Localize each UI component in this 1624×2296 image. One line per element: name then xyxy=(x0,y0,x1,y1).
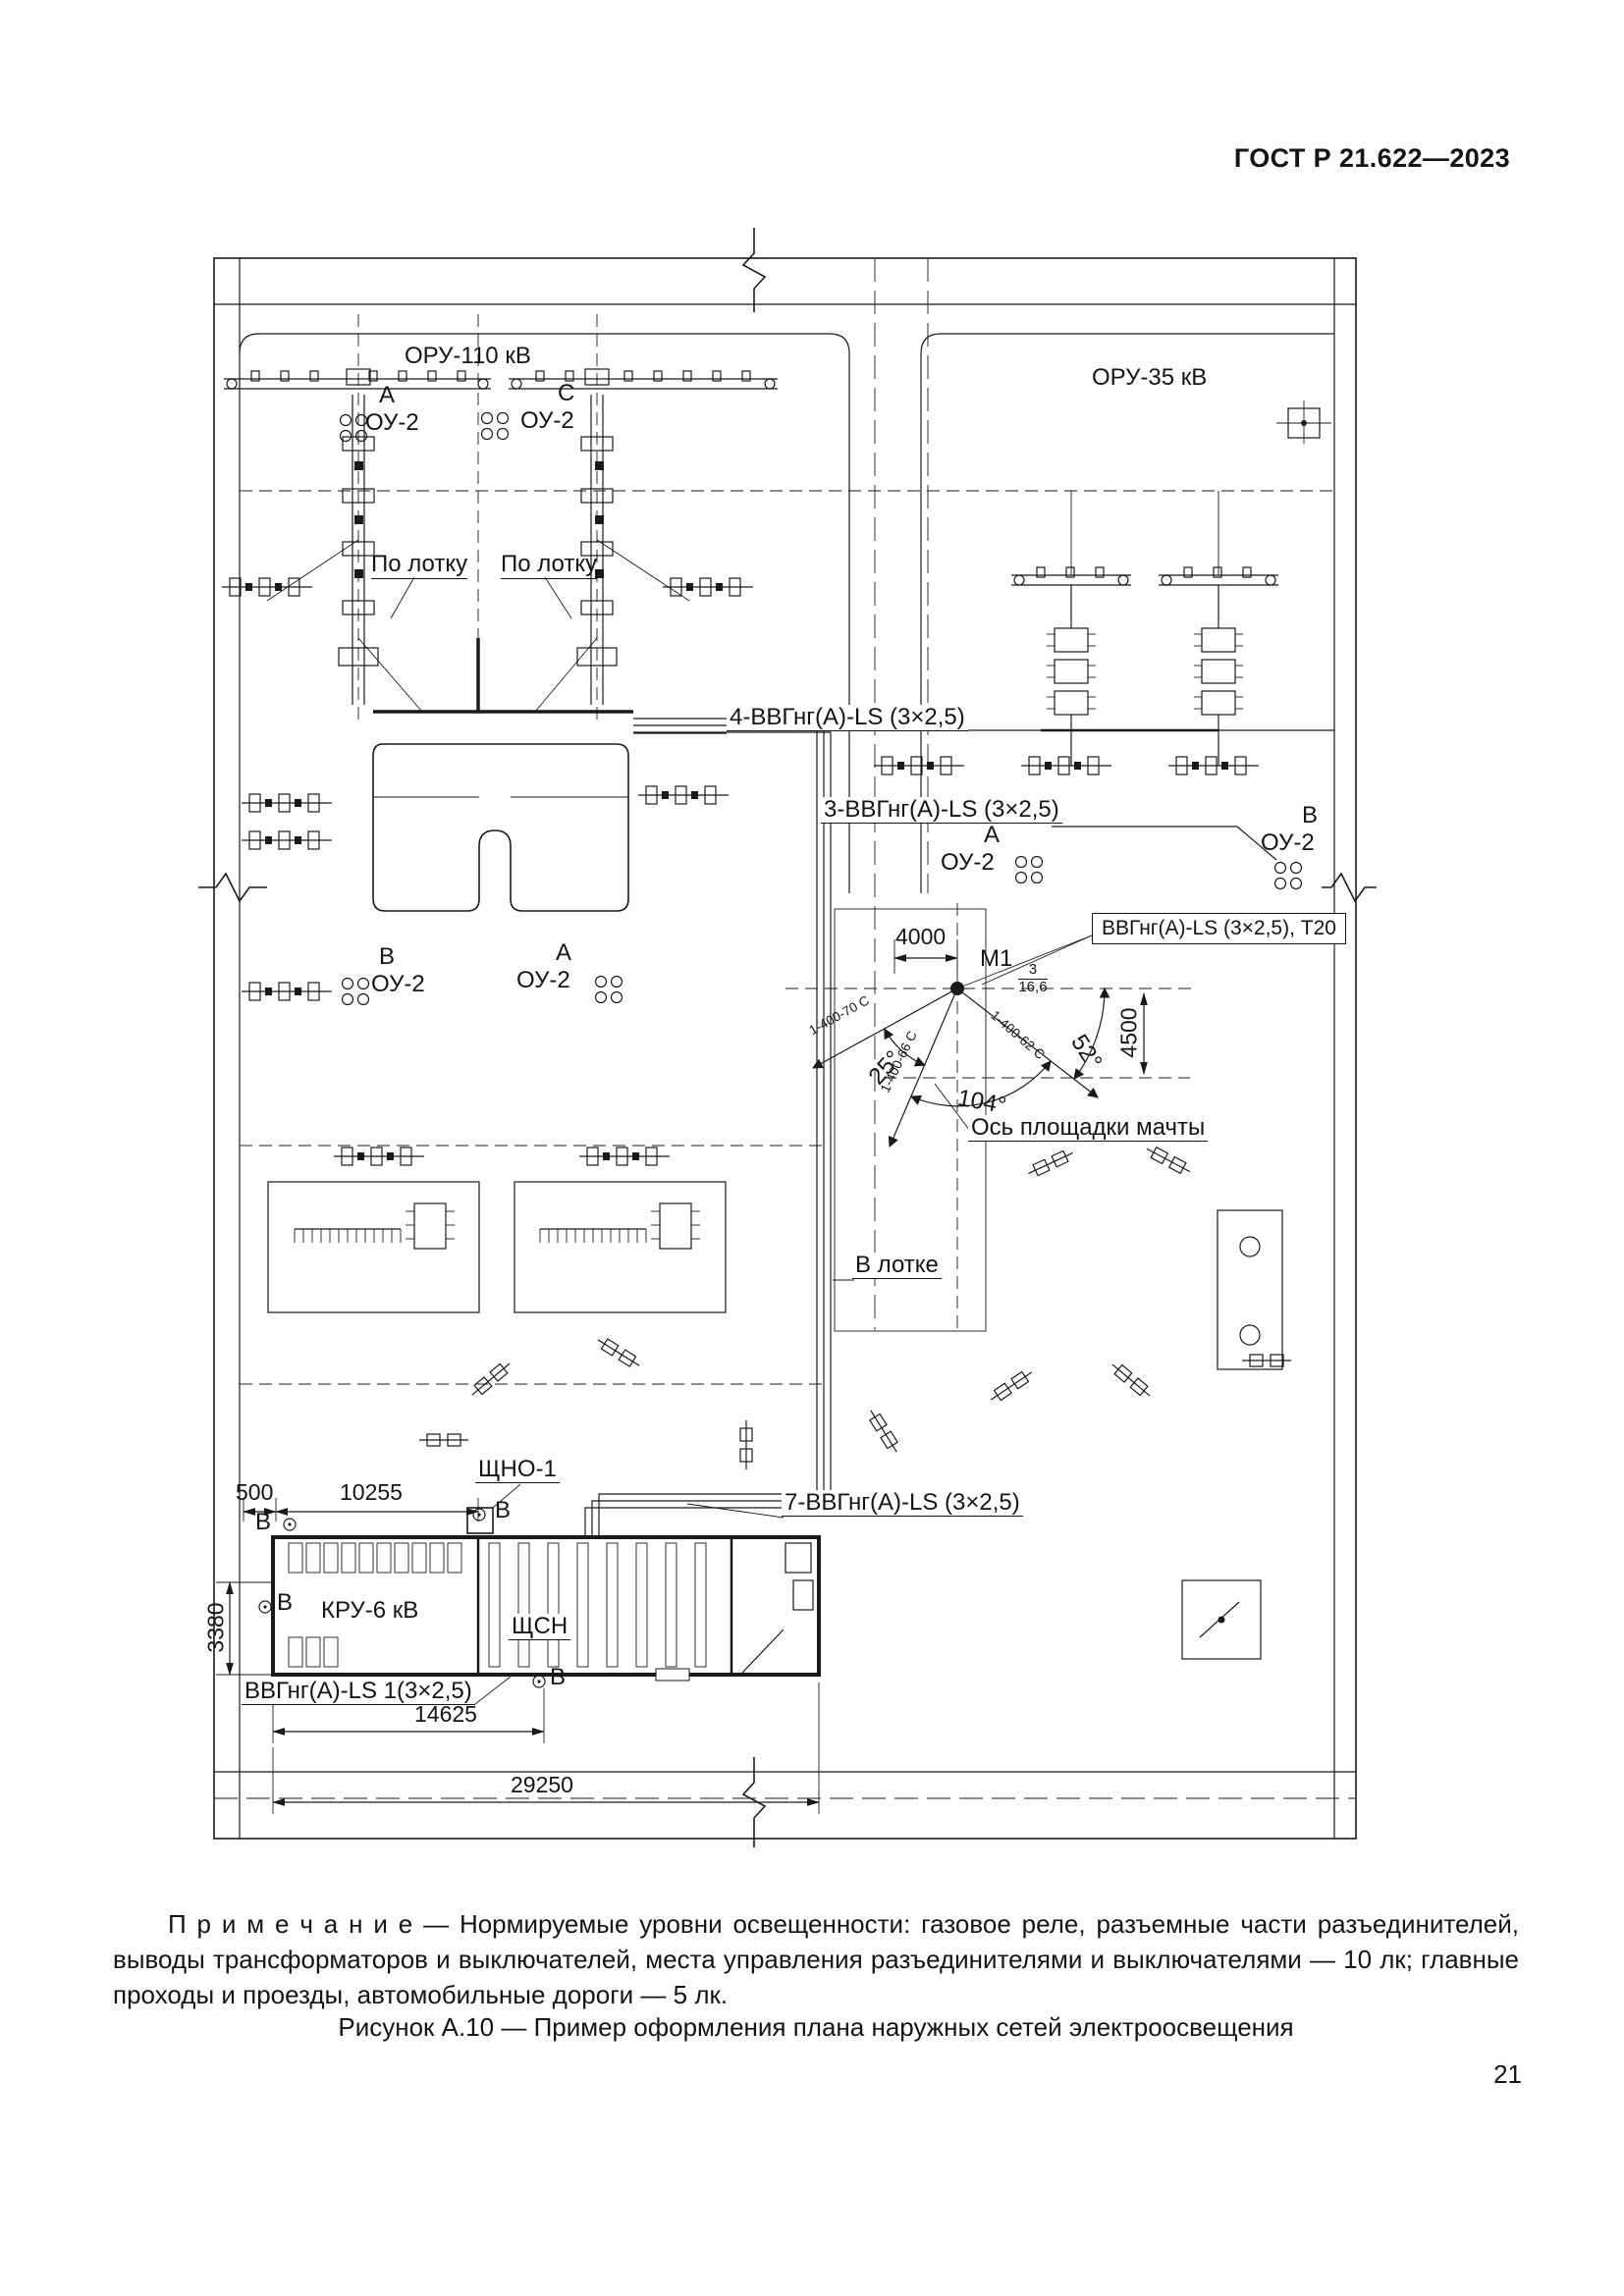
building xyxy=(258,1507,821,1688)
break-symbol-right xyxy=(1322,872,1377,903)
dimension-3380: 3380 xyxy=(202,1602,229,1653)
dimension-4000: 4000 xyxy=(895,924,947,949)
oru35-structures xyxy=(884,491,1334,766)
cable-trays xyxy=(474,718,1277,1705)
phase-label-a-top: А xyxy=(379,382,396,408)
panel-label-shchno1: ЩНО-1 xyxy=(475,1457,560,1483)
area-label-oru35: ОРУ-35 кВ xyxy=(1092,364,1208,391)
lamp-symbols xyxy=(339,411,1303,1006)
phase-label-b-lamp4: В xyxy=(550,1664,567,1690)
dimension-29250: 29250 xyxy=(511,1772,573,1797)
phase-label-b-lamp3: В xyxy=(277,1589,294,1616)
lamp-label-ou2-4: ОУ-2 xyxy=(941,849,995,876)
cable-label-4: 4-ВВГнг(А)-LS (3×2,5) xyxy=(727,705,968,731)
phase-label-a-mid: А xyxy=(556,939,572,966)
phase-label-b-right: В xyxy=(1302,802,1319,828)
room-label-shchsn: ЩСН xyxy=(509,1614,571,1640)
lamp-label-ou2-1: ОУ-2 xyxy=(365,409,419,436)
phase-label-c-top: С xyxy=(558,380,575,406)
cable-label-3: 3-ВВГнг(А)-LS (3×2,5) xyxy=(821,797,1062,824)
dimension-4500: 4500 xyxy=(1115,1007,1142,1058)
misc-structures xyxy=(792,400,1331,1660)
document-header: ГОСТ Р 21.622—2023 xyxy=(1233,143,1510,173)
phase-label-a-right: А xyxy=(984,822,1001,848)
dimension-10255: 10255 xyxy=(340,1479,403,1505)
break-symbol-left xyxy=(198,872,267,903)
transformer-bays xyxy=(267,1181,727,1313)
page-number: 21 xyxy=(1493,2059,1522,2089)
frame-group xyxy=(198,228,1377,1847)
room-label-kru6: КРУ-6 кВ xyxy=(318,1598,422,1624)
oru110-area-outline xyxy=(372,743,629,912)
note-label: П р и м е ч а н и е xyxy=(168,1909,413,1939)
figure-caption: Рисунок А.10 — Пример оформления плана н… xyxy=(338,2012,1294,2042)
lamp-label-ou2-3: ОУ-2 xyxy=(1261,829,1315,856)
mast-platform xyxy=(812,908,1148,1332)
note-paragraph: П р и м е ч а н и е — Нормируемые уровни… xyxy=(113,1907,1519,2013)
dimension-14625: 14625 xyxy=(414,1701,477,1727)
axis-label: Ось площадки мачты xyxy=(968,1115,1209,1142)
break-symbol-top xyxy=(741,228,767,312)
dimension-500: 500 xyxy=(236,1479,274,1505)
lamp-label-ou2-2: ОУ-2 xyxy=(520,407,574,434)
cable-label-1: ВВГнг(А)-LS 1(3×2,5) xyxy=(242,1679,475,1705)
tray-label-v-lotke: В лотке xyxy=(852,1253,942,1279)
tray-label-po-lotku-1: По лотку xyxy=(371,551,468,579)
lamp-label-ou2-5: ОУ-2 xyxy=(371,971,425,997)
cable-label-7: 7-ВВГнг(А)-LS (3×2,5) xyxy=(782,1490,1023,1517)
phase-label-b-lamp1: В xyxy=(255,1509,272,1535)
tray-label-po-lotku-2: По лотку xyxy=(501,551,598,579)
oru110-structures xyxy=(224,368,778,912)
phase-label-b-mid: В xyxy=(379,943,396,970)
equipment-clusters xyxy=(222,577,1259,1166)
lamp-label-ou2-6: ОУ-2 xyxy=(516,967,570,993)
phase-label-b-lamp2: В xyxy=(495,1497,512,1523)
note-text: — Нормируемые уровни освещенности: газов… xyxy=(113,1909,1519,2009)
shchno-panel xyxy=(466,1507,494,1534)
area-label-oru110: ОРУ-110 кВ xyxy=(405,343,531,369)
cable-label-t20-box: ВВГнг(А)-LS (3×2,5), Т20 xyxy=(1092,913,1346,944)
plan-svg xyxy=(198,228,1377,1847)
plan-drawing: ОРУ-110 кВ ОРУ-35 кВ По лотку По лотку А… xyxy=(196,216,1394,1885)
mast-m1: М1 xyxy=(980,945,1013,972)
dimension-lines xyxy=(216,1498,821,1814)
scattered-equipment xyxy=(419,1146,1291,1469)
area-boundaries xyxy=(239,258,1334,1385)
